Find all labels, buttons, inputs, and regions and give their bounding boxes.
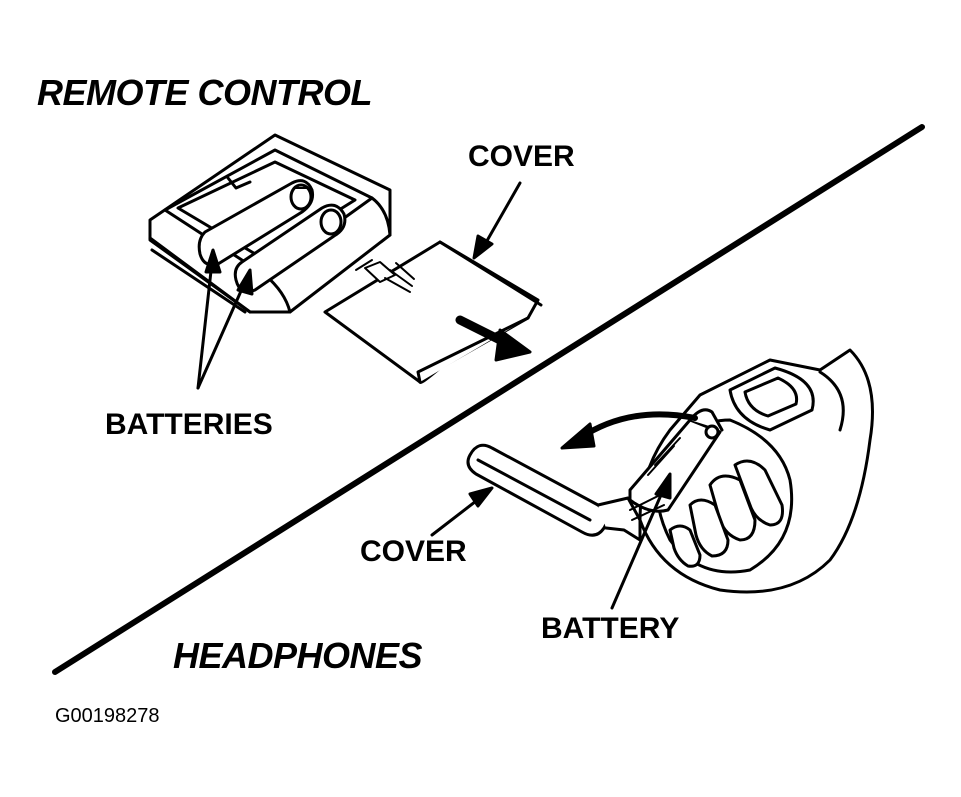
remote-cover-drawing — [323, 240, 543, 384]
remote-batteries-label: BATTERIES — [105, 408, 273, 441]
headphones-battery-label: BATTERY — [541, 612, 680, 645]
headphones-title: HEADPHONES — [173, 635, 423, 676]
remote-pull-arrow — [455, 315, 532, 362]
headphones-cover-drawing — [466, 443, 665, 542]
remote-batteries-drawing — [197, 179, 347, 294]
figure-code: G00198278 — [55, 705, 160, 727]
remote-cover-label: COVER — [468, 140, 575, 173]
divider-line — [52, 124, 925, 675]
headphones-rotate-arrow — [560, 411, 698, 450]
headphones-cover-label: COVER — [360, 535, 467, 568]
remote-control-title: REMOTE CONTROL — [37, 72, 372, 113]
remote-leader-lines — [196, 181, 522, 390]
headphones-drawing — [628, 348, 874, 594]
headphones-leader-lines — [430, 472, 672, 610]
